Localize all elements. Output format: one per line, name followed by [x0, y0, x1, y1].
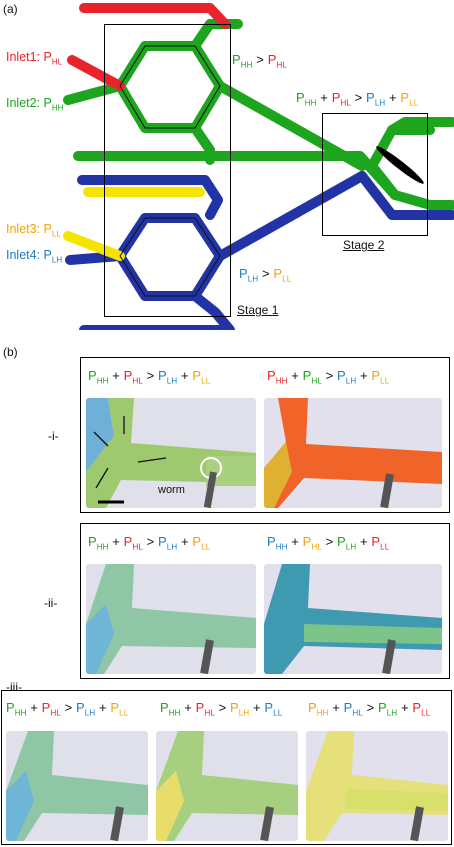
row-iii-eq-3: PHH + PHL > PLH + PLL: [308, 700, 431, 718]
micrograph-i-right: [264, 398, 442, 508]
micrograph-iii-3: [306, 731, 448, 841]
stage1-label: Stage 1: [237, 303, 279, 317]
row-ii-eq-right: PHH + PHL > PLH + PLL: [267, 534, 390, 552]
micrograph-ii-right: [264, 564, 442, 674]
micrograph-iii-2: [156, 731, 298, 841]
row-ii-box: [80, 523, 450, 679]
row-i-eq-right: PHH + PHL > PLH + PLL: [267, 368, 390, 386]
micrograph-ii-left: [86, 564, 256, 674]
worm-label: worm: [158, 484, 185, 496]
stage2-relation: PHH + PHL > PLH + PLL: [296, 90, 419, 108]
micrograph-iii-1: [6, 731, 148, 841]
row-ii-eq-left: PHH + PHL > PLH + PLL: [88, 534, 211, 552]
stage1-top-relation: PHH > PHL: [232, 52, 287, 70]
inlet1-label: Inlet1: PHL: [6, 50, 63, 67]
row-i-box: [80, 357, 450, 513]
row-iii-box: [1, 690, 452, 845]
row-ii-label: -ii-: [44, 596, 58, 610]
row-i-eq-left: PHH + PHL > PLH + PLL: [88, 368, 211, 386]
worm-shape: [376, 146, 424, 184]
stage2-box: [322, 113, 428, 236]
stage1-box: [104, 24, 231, 317]
inlet2-label: Inlet2: PHH: [6, 96, 64, 113]
stage1-bottom-relation: PLH > PLL: [239, 266, 292, 284]
microfluidic-channel-diagram: [63, 3, 454, 330]
row-iii-eq-1: PHH + PHL > PLH + PLL: [6, 700, 129, 718]
row-i-label: -i-: [48, 429, 59, 443]
panel-b-label: (b): [3, 345, 18, 359]
row-iii-eq-2: PHH + PHL > PLH + PLL: [160, 700, 283, 718]
inlet4-label: Inlet4: PLH: [6, 248, 63, 265]
stage2-label: Stage 2: [343, 238, 385, 252]
panel-a-label: (a): [3, 2, 18, 16]
inlet3-label: Inlet3: PLL: [6, 222, 61, 239]
micrograph-i-left: worm: [86, 398, 256, 508]
